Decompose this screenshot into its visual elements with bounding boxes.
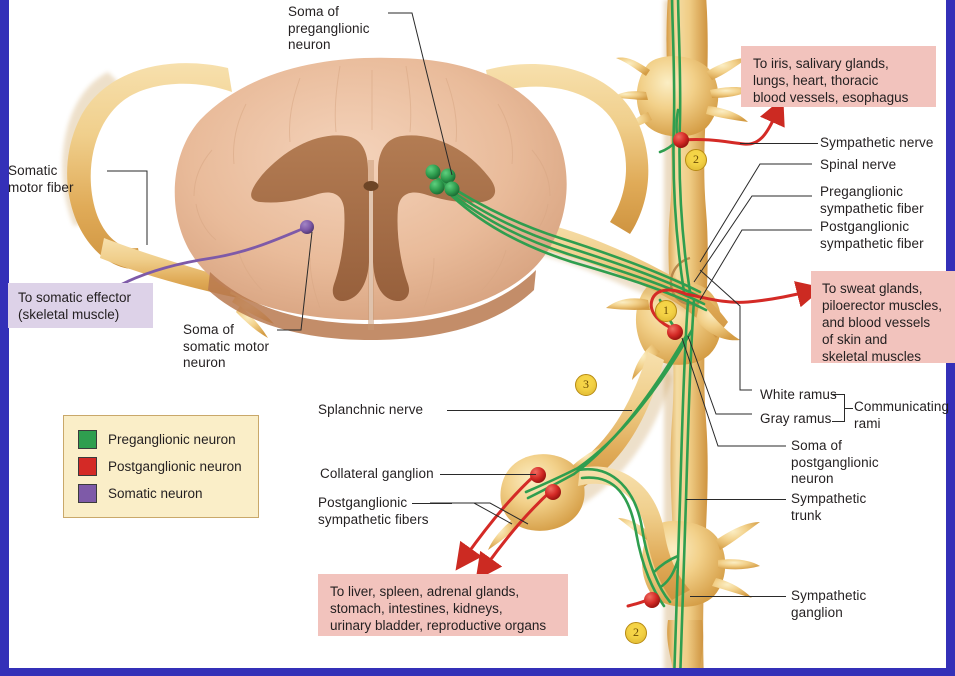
legend-label-preganglionic: Preganglionic neuron <box>108 432 236 447</box>
preganglionic-fibers <box>435 0 708 676</box>
label-communicating-rami: Communicating rami <box>854 399 950 431</box>
callout-abdominal-targets: To liver, spleen, adrenal glands, stomac… <box>318 574 568 636</box>
label-sympathetic-trunk: Sympathetic trunk <box>791 491 867 523</box>
spinal-cord-artwork <box>62 57 649 340</box>
label-spinal-nerve: Spinal nerve <box>820 157 897 172</box>
legend-row-somatic: Somatic neuron <box>78 480 258 507</box>
rami-bracket-top <box>832 394 845 395</box>
legend-label-postganglionic: Postganglionic neuron <box>108 459 242 474</box>
label-collateral-ganglion: Collateral ganglion <box>320 466 434 481</box>
callout-skin-targets: To sweat glands, piloerector muscles, an… <box>811 271 955 364</box>
label-sympathetic-ganglion: Sympathetic ganglion <box>791 588 867 620</box>
legend-swatch-preganglionic <box>78 430 97 449</box>
somatic-fiber <box>82 225 309 311</box>
rami-bracket-bottom <box>832 421 845 422</box>
leader-sympathetic-nerve <box>740 143 818 144</box>
label-splanchnic-nerve: Splanchnic nerve <box>318 402 424 417</box>
rami-bracket-stem <box>844 408 853 409</box>
step-marker-1: 1 <box>655 300 677 322</box>
leader-postganglionic-fibers <box>412 503 452 504</box>
label-somatic-motor-fiber: Somatic motor fiber <box>8 163 74 195</box>
label-soma-postganglionic-neuron: Soma of postganglionic neuron <box>791 438 879 486</box>
page-border-bottom <box>0 668 955 676</box>
legend-label-somatic: Somatic neuron <box>108 486 203 501</box>
step-marker-2-thoracic: 2 <box>685 149 707 171</box>
label-gray-ramus: Gray ramus <box>760 411 832 426</box>
leader-sympathetic-trunk <box>686 499 786 500</box>
leader-collateral-ganglion <box>440 474 536 475</box>
label-sympathetic-nerve: Sympathetic nerve <box>820 135 934 150</box>
label-soma-somatic-motor-neuron: Soma of somatic motor neuron <box>183 322 270 370</box>
step-marker-3: 3 <box>575 374 597 396</box>
callout-somatic-effector: To somatic effector (skeletal muscle) <box>8 283 153 328</box>
legend-swatch-somatic <box>78 484 97 503</box>
page-border-left <box>0 0 9 676</box>
label-white-ramus: White ramus <box>760 387 837 402</box>
label-postganglionic-sympathetic-fiber: Postganglionic sympathetic fiber <box>820 219 924 251</box>
legend-row-postganglionic: Postganglionic neuron <box>78 453 258 480</box>
step-marker-2-lower: 2 <box>625 622 647 644</box>
leader-lines <box>107 12 812 525</box>
postganglionic-fibers <box>455 97 824 608</box>
leader-splanchnic-nerve <box>447 410 632 411</box>
label-soma-preganglionic-neuron: Soma of preganglionic neuron <box>288 4 370 52</box>
legend: Preganglionic neuron Postganglionic neur… <box>63 415 259 518</box>
legend-swatch-postganglionic <box>78 457 97 476</box>
callout-thoracic-targets: To iris, salivary glands, lungs, heart, … <box>741 46 936 107</box>
leader-sympathetic-ganglion <box>690 596 786 597</box>
legend-row-preganglionic: Preganglionic neuron <box>78 426 258 453</box>
label-preganglionic-sympathetic-fiber: Preganglionic sympathetic fiber <box>820 184 924 216</box>
label-postganglionic-sympathetic-fibers: Postganglionic sympathetic fibers <box>318 495 429 527</box>
